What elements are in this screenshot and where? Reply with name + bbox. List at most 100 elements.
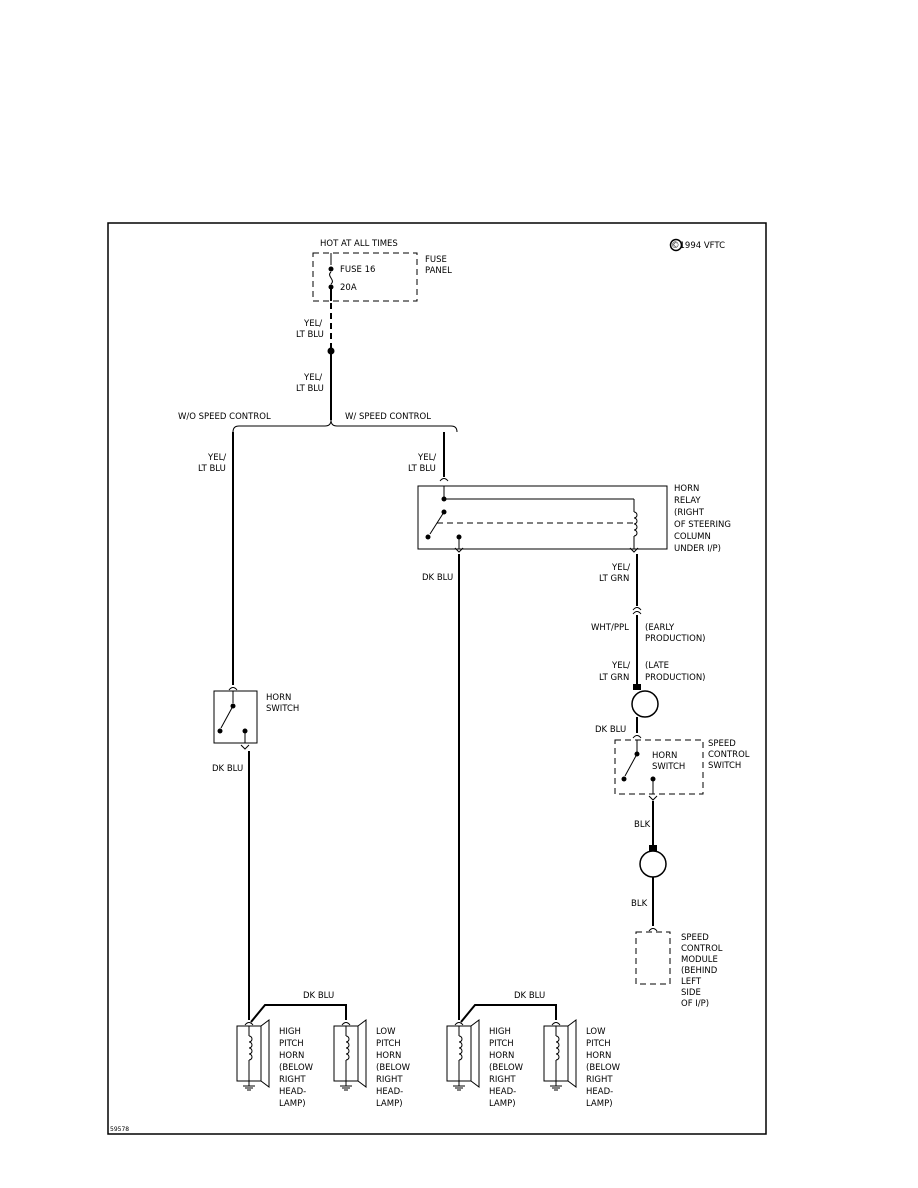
coil-wire-color-1: YEL/	[611, 563, 630, 573]
late-production-wire-color-1: YEL/	[611, 661, 630, 671]
left-horn-switch-label-1: HORN	[266, 693, 291, 703]
feed-wire-color-b-2: LT BLU	[296, 384, 324, 394]
figure-id: 59578	[110, 1126, 129, 1133]
clockspring-upper-terminal	[633, 684, 641, 690]
high-horn-right-label-6: HEAD-	[489, 1087, 516, 1097]
late-production-wire-color-2: LT GRN	[599, 673, 629, 683]
inline-connector	[632, 607, 642, 615]
early-production-label-2: PRODUCTION)	[645, 634, 706, 644]
speed-horn-switch-label-1: HORN	[652, 751, 677, 761]
right-branch-wire-color-2: LT BLU	[408, 464, 436, 474]
high-horn-left-label-4: (BELOW	[279, 1063, 314, 1073]
horn-relay-label-4: OF STEERING	[674, 520, 731, 530]
feed-wire-color-a-1: YEL/	[303, 319, 322, 329]
speed-control-module-label-4: (BEHIND	[681, 966, 718, 976]
feed-wire-color-a-2: LT BLU	[296, 330, 324, 340]
speed-control-module-label-7: OF I/P)	[681, 999, 709, 1009]
branch-bracket	[232, 419, 458, 433]
left-branch-wire-color-1: YEL/	[207, 453, 226, 463]
horn-relay-label-1: HORN	[674, 484, 699, 494]
fuse-panel-box	[312, 252, 418, 302]
high-horn-right-label-4: (BELOW	[489, 1063, 524, 1073]
early-production-wire-color: WHT/PPL	[591, 623, 629, 633]
low-horn-right-label-3: HORN	[586, 1051, 611, 1061]
left-jumper-wire-color: DK BLU	[303, 991, 334, 1001]
horn-high-pitch-right	[446, 1019, 480, 1091]
speed-control-module-label-5: LEFT	[681, 977, 702, 987]
branch-without-label: W/O SPEED CONTROL	[178, 412, 271, 422]
horn-low-pitch-left	[333, 1019, 367, 1091]
horn-relay-label-5: COLUMN	[674, 532, 711, 542]
clockspring-lower	[639, 850, 667, 878]
fuse-label: FUSE 16	[340, 265, 375, 275]
low-horn-left-label-6: HEAD-	[376, 1087, 403, 1097]
branch-with-label: W/ SPEED CONTROL	[345, 412, 431, 422]
low-horn-left-label-1: LOW	[376, 1027, 396, 1037]
late-production-label-1: (LATE	[645, 661, 669, 671]
high-horn-left-label-6: HEAD-	[279, 1087, 306, 1097]
relay-output-wire-color: DK BLU	[422, 573, 453, 583]
speed-control-horn-switch	[614, 735, 704, 801]
horn-relay-label-6: UNDER I/P)	[674, 544, 721, 554]
horn-relay-label-3: (RIGHT	[674, 508, 705, 518]
copyright-symbol	[669, 238, 683, 252]
high-horn-left-label-2: PITCH	[279, 1039, 304, 1049]
low-horn-right-label-7: LAMP)	[586, 1099, 613, 1109]
right-jumper-wire-color: DK BLU	[514, 991, 545, 1001]
low-horn-right-label-5: RIGHT	[586, 1075, 613, 1085]
fuse-panel-label-line2: PANEL	[425, 266, 452, 276]
clockspring-lower-terminal	[649, 845, 657, 851]
diagram-frame	[107, 222, 767, 1135]
speed-control-module	[635, 928, 671, 985]
low-horn-right-label-1: LOW	[586, 1027, 606, 1037]
speed-control-module-label-3: MODULE	[681, 955, 718, 965]
horn-relay	[417, 478, 668, 553]
high-horn-right-label-3: HORN	[489, 1051, 514, 1061]
horn-relay-label-2: RELAY	[674, 496, 701, 506]
low-horn-left-label-4: (BELOW	[376, 1063, 411, 1073]
right-branch-wire-color-1: YEL/	[417, 453, 436, 463]
horn-low-pitch-right	[543, 1019, 577, 1091]
speed-control-module-label-2: CONTROL	[681, 944, 723, 954]
left-horn-switch	[213, 687, 258, 750]
high-horn-left-label-3: HORN	[279, 1051, 304, 1061]
horn-high-pitch-left	[236, 1019, 270, 1091]
low-horn-left-label-5: RIGHT	[376, 1075, 403, 1085]
low-horn-right-label-2: PITCH	[586, 1039, 611, 1049]
speed-control-switch-label-1: SPEED	[708, 739, 736, 749]
left-branch-wire-color-2: LT BLU	[198, 464, 226, 474]
ground-wire-color-1: BLK	[634, 820, 651, 830]
left-horn-jumper-wire	[250, 1004, 347, 1023]
speed-control-module-label-1: SPEED	[681, 933, 709, 943]
left-switch-output-wire-color: DK BLU	[212, 764, 243, 774]
high-horn-left-label-1: HIGH	[279, 1027, 301, 1037]
high-horn-right-label-2: PITCH	[489, 1039, 514, 1049]
fuse-panel-label-line1: FUSE	[425, 255, 447, 265]
speed-switch-input-wire-color: DK BLU	[595, 725, 626, 735]
speed-horn-switch-label-2: SWITCH	[652, 762, 685, 772]
late-production-label-2: PRODUCTION)	[645, 673, 706, 683]
right-horn-jumper-wire	[460, 1004, 557, 1023]
high-horn-left-label-7: LAMP)	[279, 1099, 306, 1109]
speed-control-module-label-6: SIDE	[681, 988, 701, 998]
low-horn-left-label-7: LAMP)	[376, 1099, 403, 1109]
speed-control-switch-label-2: CONTROL	[708, 750, 750, 760]
left-horn-switch-label-2: SWITCH	[266, 704, 299, 714]
feed-wire-color-b-1: YEL/	[303, 373, 322, 383]
clockspring-upper	[631, 690, 659, 718]
high-horn-right-label-5: RIGHT	[489, 1075, 516, 1085]
fuse-rating: 20A	[340, 283, 357, 293]
speed-control-switch-label-3: SWITCH	[708, 761, 741, 771]
low-horn-right-label-4: (BELOW	[586, 1063, 621, 1073]
hot-at-all-times-label: HOT AT ALL TIMES	[320, 239, 398, 249]
low-horn-left-label-2: PITCH	[376, 1039, 401, 1049]
early-production-label-1: (EARLY	[645, 623, 675, 633]
splice-dot	[327, 347, 335, 355]
high-horn-left-label-5: RIGHT	[279, 1075, 306, 1085]
high-horn-right-label-7: LAMP)	[489, 1099, 516, 1109]
coil-wire-color-2: LT GRN	[599, 574, 629, 584]
low-horn-right-label-6: HEAD-	[586, 1087, 613, 1097]
high-horn-right-label-1: HIGH	[489, 1027, 511, 1037]
fuse-16-symbol	[328, 253, 334, 290]
